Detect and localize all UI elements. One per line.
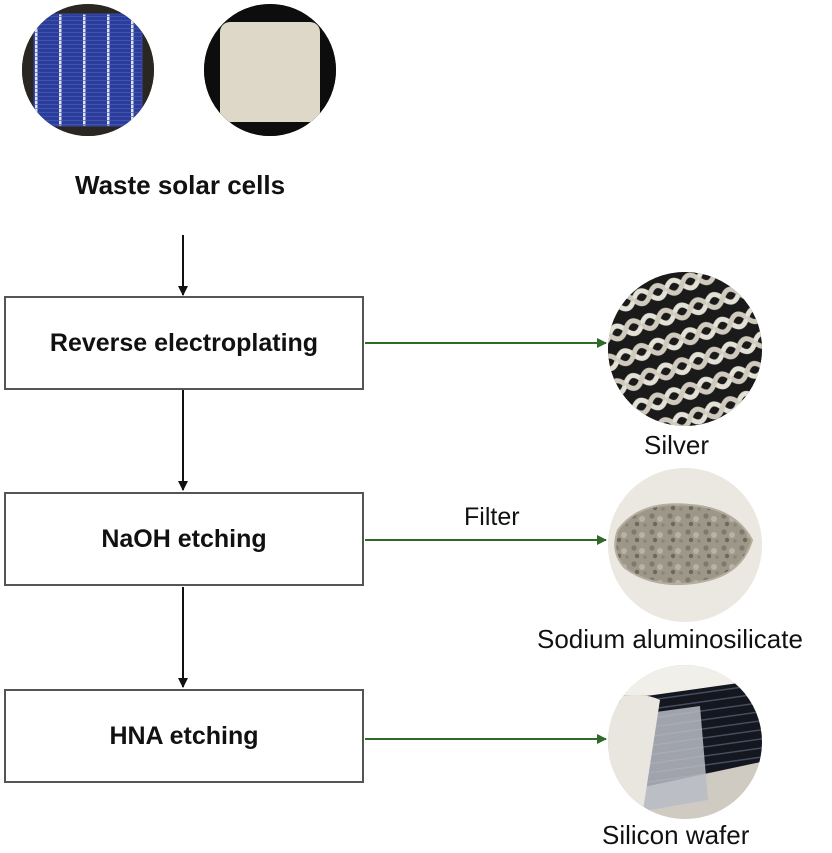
step-label: Reverse electroplating [49,328,319,357]
step-label: NaOH etching [101,524,267,553]
silicon-wafer-photo [608,665,762,819]
input-label: Waste solar cells [75,170,286,200]
product-label-sodium-aluminosilicate: Sodium aluminosilicate [537,624,803,654]
sodium-aluminosilicate-photo [608,468,762,622]
product-label-silver: Silver [644,430,710,460]
product-label-silicon-wafer: Silicon wafer [602,820,750,850]
solar-cell-front-photo [22,4,154,136]
step-hna-etching: HNA etching [4,689,364,783]
solar-cell-back-photo [204,4,336,136]
step-label: HNA etching [109,721,259,750]
filter-label: Filter [464,503,520,531]
silver-photo [608,272,762,426]
step-reverse-electroplating: Reverse electroplating [4,296,364,390]
step-naoh-etching: NaOH etching [4,492,364,586]
